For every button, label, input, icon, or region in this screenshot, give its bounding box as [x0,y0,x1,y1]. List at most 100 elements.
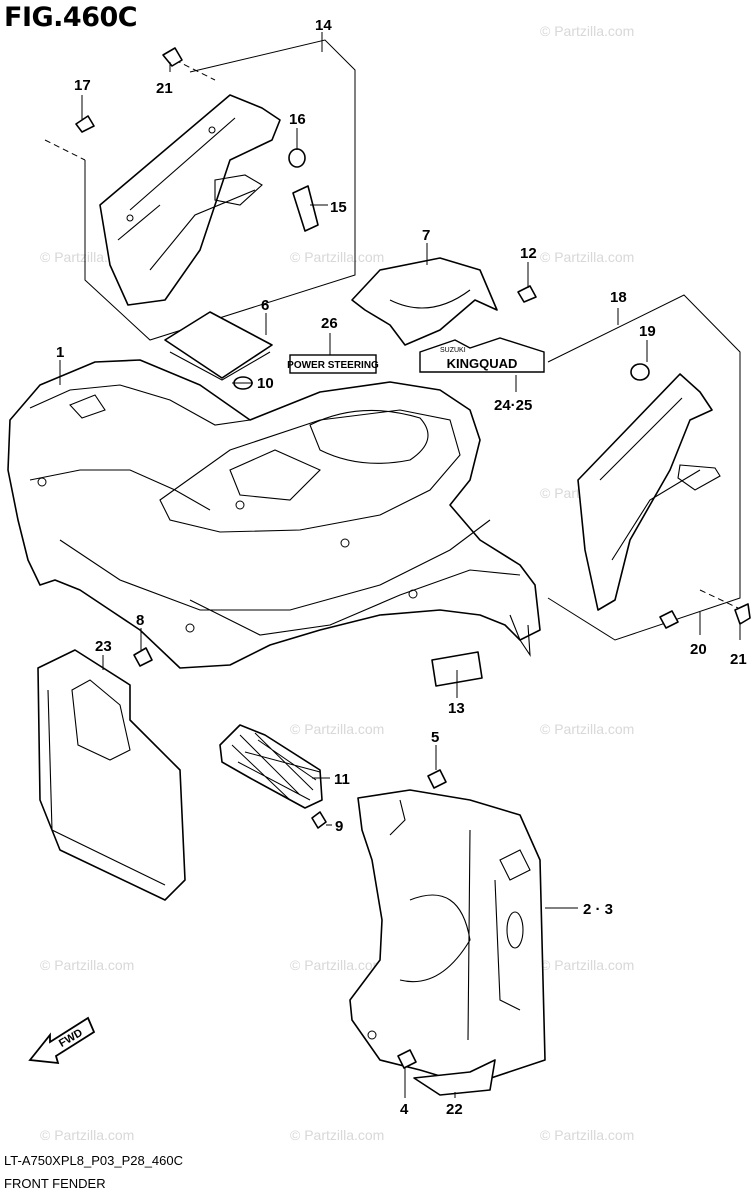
callout-2-3: 2 · 3 [583,901,613,918]
part-14-assembly [44,39,356,341]
power-steering-text: POWER STEERING [287,360,379,371]
watermark: © Partzilla.com [290,721,384,737]
inner-fender-outline [349,789,546,1086]
fwd-arrow-icon [28,1016,96,1065]
screw-8 [133,647,153,667]
figure-code: LT-A750XPL8_P03_P28_460C [4,1153,184,1168]
watermark: © Partzilla.com [290,957,384,973]
clip-17 [75,115,95,133]
watermark: © Partzilla.com [540,957,634,973]
watermark: © Partzilla.com [540,1127,634,1143]
callout-16: 16 [289,111,306,128]
callout-19: 19 [639,323,656,340]
callout-13: 13 [448,700,465,717]
fender-lower-line [59,519,491,611]
fender-edge [29,384,251,426]
lid-6 [164,311,273,379]
callout-12: 12 [520,245,537,262]
hole [126,214,134,222]
assembly-box-18 [547,294,741,641]
assembly-box-14 [84,39,356,341]
watermark: © Partzilla.com [290,1127,384,1143]
hole [408,589,418,599]
inner-fender-edge [389,799,406,836]
decal-power-steering: POWER STEERING [287,354,379,374]
watermark: © Partzilla.com [290,249,384,265]
callout-11: 11 [334,771,350,788]
figure-title: FIG.460C [4,2,138,33]
suzuki-text: SUZUKI [440,347,466,354]
callout-7: 7 [422,227,430,244]
callout-17: 17 [74,77,91,94]
hole [367,1030,377,1040]
screw-9 [311,811,327,829]
watermark: © Partzilla.com [540,23,634,39]
callout-26: 26 [321,315,338,332]
callout-21: 21 [156,80,173,97]
screw-21-top [162,47,183,67]
callout-21-right: 21 [730,651,747,668]
figure-description: FRONT FENDER [4,1176,106,1191]
callout-4: 4 [400,1101,409,1118]
mesh-cover-11 [219,724,323,809]
inner-fender-hole [506,911,524,949]
callout-18: 18 [610,289,627,306]
lid-edge [169,351,271,381]
fender-pad [69,394,106,419]
hole [235,500,245,510]
fender-recess [229,449,321,501]
front-fender-1 [7,359,541,669]
fender-tab [509,614,531,658]
kingquad-text: KINGQUAD [447,356,518,371]
pad-22 [413,1059,496,1096]
panel-detail [117,117,256,271]
guard-edge [47,689,166,886]
panel-detail [599,397,701,561]
watermark: © Partzilla.com [40,1127,134,1143]
inner-fender-line [494,879,521,1011]
callout-6: 6 [261,297,269,314]
guard-cutout [71,679,131,761]
hole [185,623,195,633]
callout-9: 9 [335,818,343,835]
watermark: © Partzilla.com [540,249,634,265]
callout-15: 15 [330,199,347,216]
mesh-grid [231,732,321,801]
dash-line [174,59,216,81]
callout-10: 10 [257,375,274,392]
dash-line [44,139,86,161]
panel-bracket [214,174,263,206]
hole [37,477,47,487]
callout-14: 14 [315,17,332,34]
dash-line [699,589,739,609]
callout-5: 5 [431,729,439,746]
decal-kingquad: SUZUKI KINGQUAD [419,337,545,373]
watermark: © Partzilla.com [40,957,134,973]
cover-detail [389,289,471,309]
callout-1: 1 [56,344,64,361]
cushion-16 [288,148,306,168]
leader-lines [59,32,741,1098]
inner-panel-left [99,94,281,306]
panel-bracket [677,464,721,491]
part-18-assembly [547,294,751,641]
fender-storage [309,409,429,464]
hole [208,126,216,134]
callout-labels: 14 17 21 16 15 7 12 6 26 18 19 1 10 24·2… [56,17,747,1118]
screw-21-right [734,603,751,625]
hole [340,538,350,548]
pad-13 [431,651,483,687]
inner-panel-right [577,373,713,611]
mud-guard-23 [37,649,186,901]
inner-fender-slot [499,849,531,881]
pad-15 [292,185,319,232]
fender-outline [7,359,541,669]
fender-line [29,469,211,511]
callout-24-25: 24·25 [494,397,532,414]
fender-center-pan [159,409,461,533]
watermark: © Partzilla.com [540,721,634,737]
cover-7 [351,257,498,346]
screw-12 [517,285,537,303]
